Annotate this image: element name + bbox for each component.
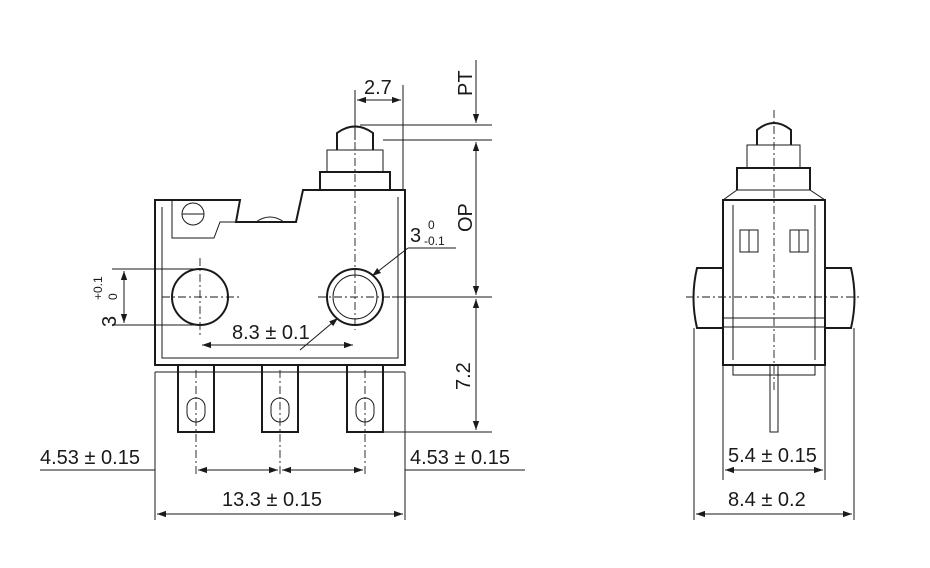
side-plunger-housing: [736, 167, 811, 190]
dim-operating-position: OP: [455, 203, 477, 232]
dim-mount-hole-tol-lower: -0.1: [424, 234, 445, 248]
side-plunger-collar: [746, 144, 801, 168]
side-view: 5.4 ± 0.15 8.4 ± 0.2: [686, 110, 862, 520]
dim-overall-width: 8.4 ± 0.2: [728, 489, 806, 511]
side-mount-boss: [692, 267, 856, 329]
dim-mount-hole-main: 3: [410, 225, 421, 247]
dim-pretravel: PT: [455, 70, 477, 96]
plunger-housing: [319, 171, 391, 190]
dim-left-hole-tol-upper: +0.1: [91, 276, 105, 300]
dim-overall-length: 13.3 ± 0.15: [222, 489, 322, 511]
dim-plunger-width: 2.7: [364, 77, 392, 99]
side-base-step: [732, 365, 816, 376]
dim-mount-hole-leader-diag: [371, 247, 409, 277]
front-body-inner-line: [161, 197, 399, 359]
side-top-flange: [722, 189, 826, 201]
dim-left-terminal-offset: 4.53 ± 0.15: [40, 447, 140, 469]
dim-height: 7.2: [453, 362, 475, 390]
dim-left-hole-tol-lower: 0: [106, 293, 120, 300]
dim-mount-hole-tol-upper: 0: [428, 218, 435, 232]
dim-left-hole-main: 3: [99, 316, 121, 327]
dim-right-terminal-offset: 4.53 ± 0.15: [410, 447, 510, 469]
side-terminal-pin: [769, 364, 779, 433]
dim-body-width: 5.4 ± 0.15: [728, 445, 817, 467]
actuator-bump: [255, 216, 285, 223]
front-view: 2.7 PT OP 3 0 -0.1 3 +0.1 0 8.3 ± 0.1 7.…: [40, 60, 525, 520]
lever-detail: [171, 200, 236, 239]
front-body-outline: [154, 189, 406, 366]
dim-hole-spacing: 8.3 ± 0.1: [232, 322, 310, 344]
